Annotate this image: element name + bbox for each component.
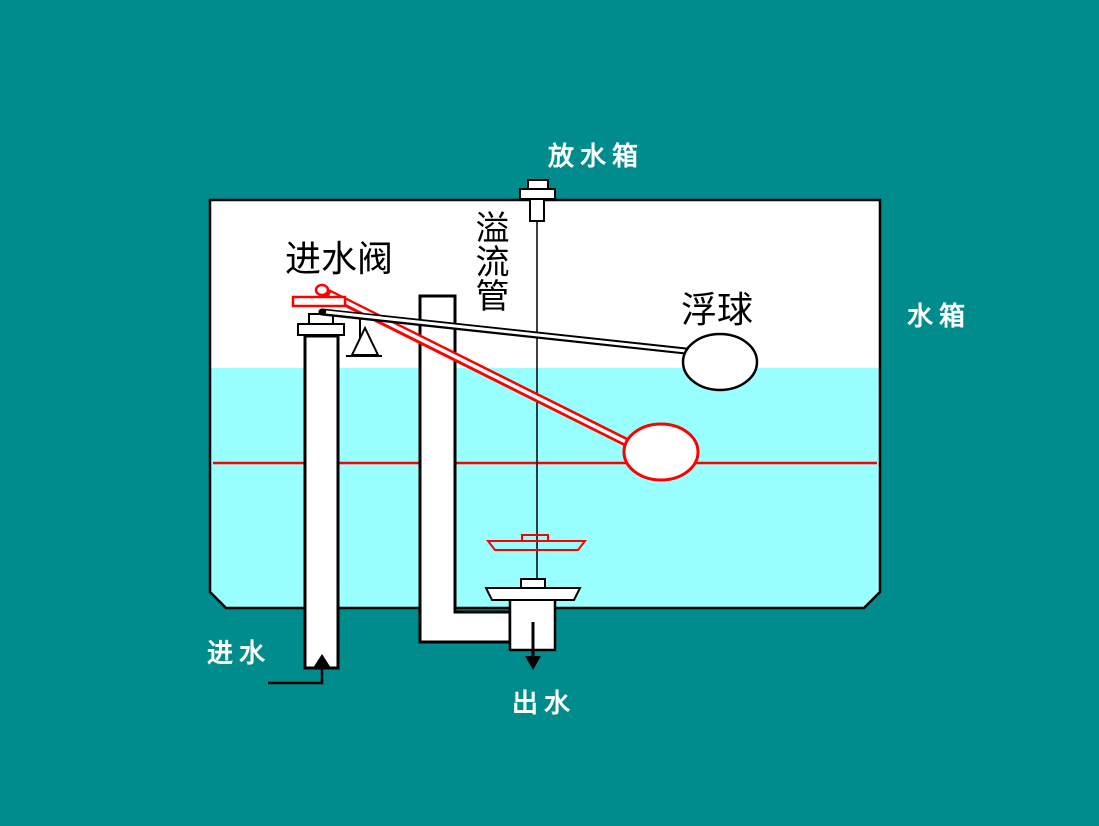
raised-flapper-cap — [521, 534, 549, 542]
label-water-in: 进水 — [207, 639, 271, 669]
label-overflow-pipe: 溢流管 — [469, 210, 509, 312]
float-arm-inner — [325, 310, 696, 354]
valve-red-cap — [291, 295, 347, 308]
inlet-flow-line — [268, 667, 324, 685]
flapper-cap — [520, 578, 546, 589]
tank-outline — [208, 198, 882, 610]
lowered-float-ball — [622, 422, 700, 482]
handle-knob — [527, 179, 549, 190]
valve-body — [297, 323, 345, 336]
label-drain-handle: 放水箱 — [547, 141, 644, 172]
float-ball — [681, 332, 759, 392]
inlet-arrow-head — [313, 654, 331, 668]
label-float-ball: 浮球 — [681, 290, 753, 331]
flapper-seat — [484, 587, 582, 601]
label-inlet-valve: 进水阀 — [285, 239, 393, 280]
inlet-pipe — [303, 334, 340, 670]
raised-flapper — [485, 540, 588, 551]
valve-red-pivot — [314, 283, 330, 297]
label-tank: 水箱 — [907, 301, 971, 332]
label-water-out: 出水 — [512, 689, 576, 719]
tank-water — [211, 368, 879, 607]
handle-stem — [529, 198, 545, 222]
handle-base — [519, 188, 556, 200]
outlet-arrow-head — [525, 656, 541, 670]
